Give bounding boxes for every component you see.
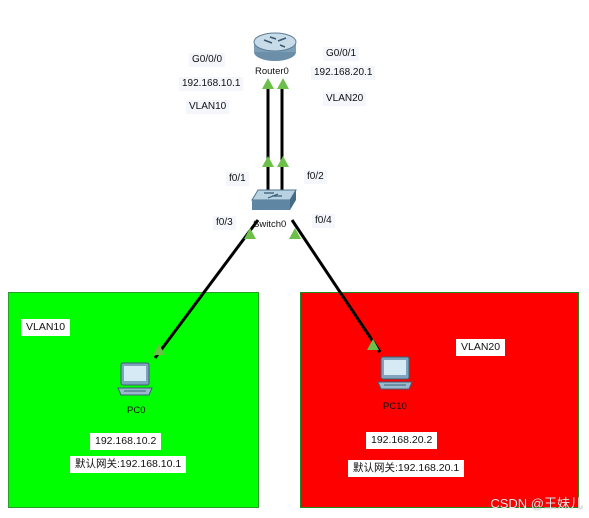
port-status-triangle bbox=[262, 78, 274, 89]
pc0-ip-label: 192.168.10.2 bbox=[90, 433, 162, 450]
switch-name: Switch0 bbox=[253, 219, 287, 230]
router-vlan-right-label: VLAN20 bbox=[323, 92, 367, 106]
pc0-name: PC0 bbox=[127, 405, 146, 416]
switch-icon[interactable] bbox=[250, 188, 298, 214]
vlan10-label: VLAN10 bbox=[21, 319, 71, 336]
switch-port-f0-2-label: f0/2 bbox=[304, 170, 327, 184]
router-port-left-label: G0/0/0 bbox=[189, 53, 226, 67]
pc-icon[interactable] bbox=[376, 356, 414, 390]
pc10-gateway-label: 默认网关:192.168.20.1 bbox=[348, 460, 465, 477]
switch-port-f0-1-label: f0/1 bbox=[226, 172, 249, 186]
port-status-triangle bbox=[244, 228, 256, 239]
router-vlan-left-label: VLAN10 bbox=[186, 100, 230, 114]
switch-port-f0-3-label: f0/3 bbox=[213, 216, 236, 230]
port-status-triangle bbox=[277, 156, 289, 167]
pc10-name: PC10 bbox=[383, 401, 407, 412]
pc10-ip-label: 192.168.20.2 bbox=[366, 432, 438, 449]
port-status-triangle bbox=[289, 228, 301, 239]
vlan20-label: VLAN20 bbox=[456, 339, 506, 356]
link-switch-pc0 bbox=[153, 219, 260, 359]
switch-port-f0-4-label: f0/4 bbox=[312, 214, 335, 228]
port-status-triangle bbox=[367, 339, 379, 350]
port-status-triangle bbox=[262, 156, 274, 167]
port-status-triangle bbox=[277, 78, 289, 89]
router-ip-left-label: 192.168.10.1 bbox=[179, 77, 244, 91]
port-status-triangle bbox=[153, 344, 165, 355]
link-switch-pc10 bbox=[290, 219, 382, 353]
router-name: Router0 bbox=[255, 66, 289, 77]
router-port-right-label: G0/0/1 bbox=[323, 47, 360, 61]
pc0-gateway-label: 默认网关:192.168.10.1 bbox=[70, 456, 187, 473]
watermark: CSDN @王妹儿 bbox=[490, 496, 583, 511]
router-icon[interactable] bbox=[252, 28, 298, 64]
pc-icon[interactable] bbox=[116, 362, 154, 396]
router-ip-right-label: 192.168.20.1 bbox=[311, 66, 376, 80]
